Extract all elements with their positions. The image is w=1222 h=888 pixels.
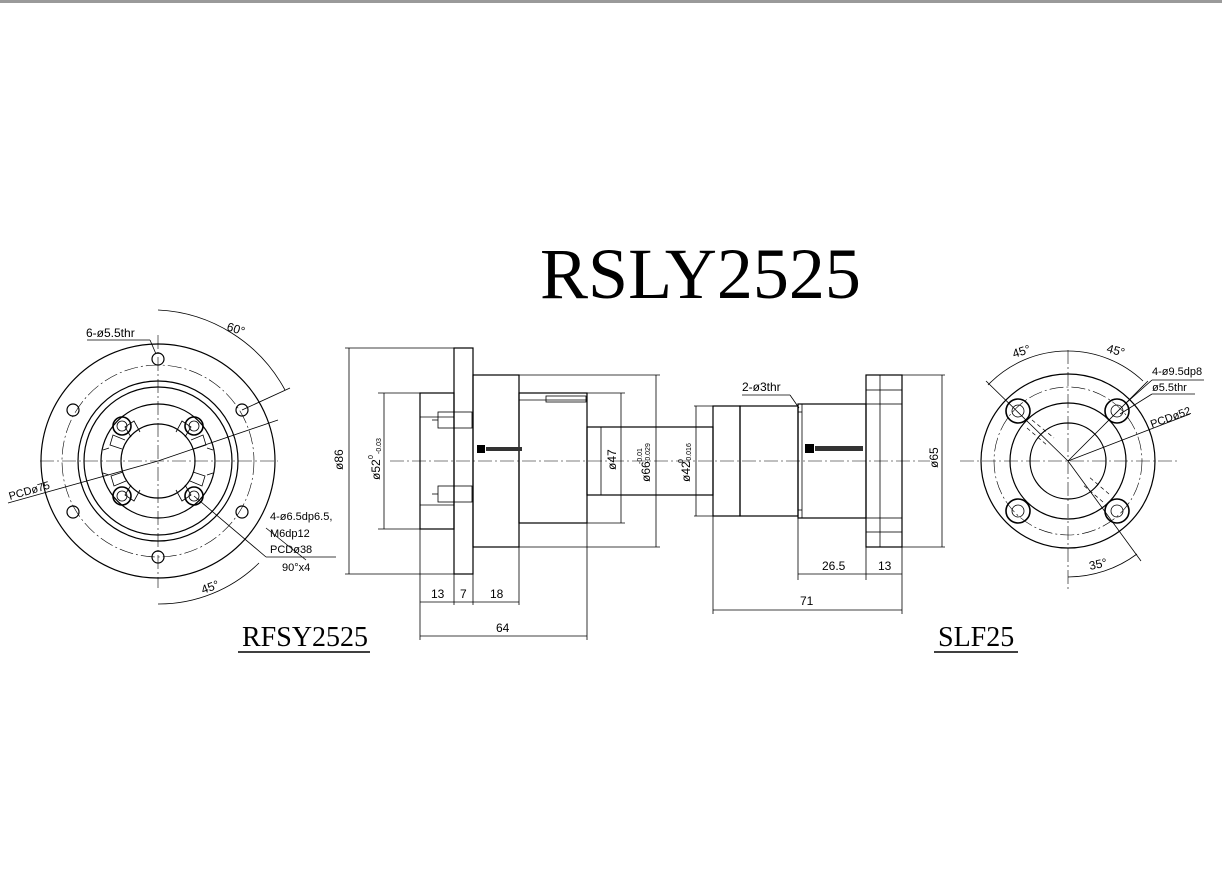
pcd-52: PCDø52 (1149, 405, 1193, 431)
note-holes-line1: 4-ø6.5dp6.5, (270, 511, 332, 523)
callout-6-holes: 6-ø5.5thr (86, 326, 135, 340)
angle-35: 35° (1088, 555, 1109, 573)
callout-2-holes: 2-ø3thr (742, 380, 781, 394)
note-holes-line3: PCDø38 (270, 544, 312, 556)
angle-60: 60° (225, 320, 247, 339)
dim-26-5: 26.5 (822, 559, 846, 573)
left-front-view (7, 309, 336, 605)
angle-45-left: 45° (199, 577, 221, 596)
label-rfsy2525: RFSY2525 (242, 622, 368, 653)
note-holes-line2: M6dp12 (270, 528, 310, 540)
dim-dia-66-tol-lower: -0.029 (645, 443, 652, 463)
pcd-75: PCDø75 (8, 480, 52, 503)
dim-13-right: 13 (878, 559, 892, 573)
note-right-line2: ø5.5thr (1152, 382, 1187, 394)
dim-dia-65: ø65 (927, 447, 941, 468)
dim-dia-66: ø66 (639, 461, 653, 482)
dim-dia-47: ø47 (605, 449, 619, 470)
label-slf25: SLF25 (938, 622, 1014, 653)
top-border (0, 0, 1222, 3)
angle-45-right-a: 45° (1011, 342, 1033, 361)
center-side-view (345, 347, 945, 640)
dim-64: 64 (496, 621, 510, 635)
dim-dia-86: ø86 (332, 449, 346, 470)
dim-dia-52: ø52 (369, 459, 383, 480)
note-holes-line4: 90°x4 (282, 562, 310, 574)
dim-18: 18 (490, 587, 504, 601)
right-front-view (960, 350, 1204, 590)
dim-7: 7 (460, 587, 467, 601)
note-right-line1: 4-ø9.5dp8 (1152, 366, 1202, 378)
dim-dia-66-tol-upper: -0.01 (637, 448, 644, 464)
dim-dia-42: ø42 (679, 461, 693, 482)
dim-dia-52-tol-upper: 0 (368, 455, 375, 459)
dim-dia-42-tol-upper: 0 (678, 459, 685, 463)
angle-45-right-b: 45° (1105, 341, 1126, 359)
dim-71: 71 (800, 594, 814, 608)
drawing-title: RSLY2525 (540, 234, 861, 314)
dim-13-left: 13 (431, 587, 445, 601)
dim-dia-42-tol-lower: -0.016 (686, 443, 693, 463)
dim-dia-52-tol-lower: -0.03 (376, 438, 383, 454)
